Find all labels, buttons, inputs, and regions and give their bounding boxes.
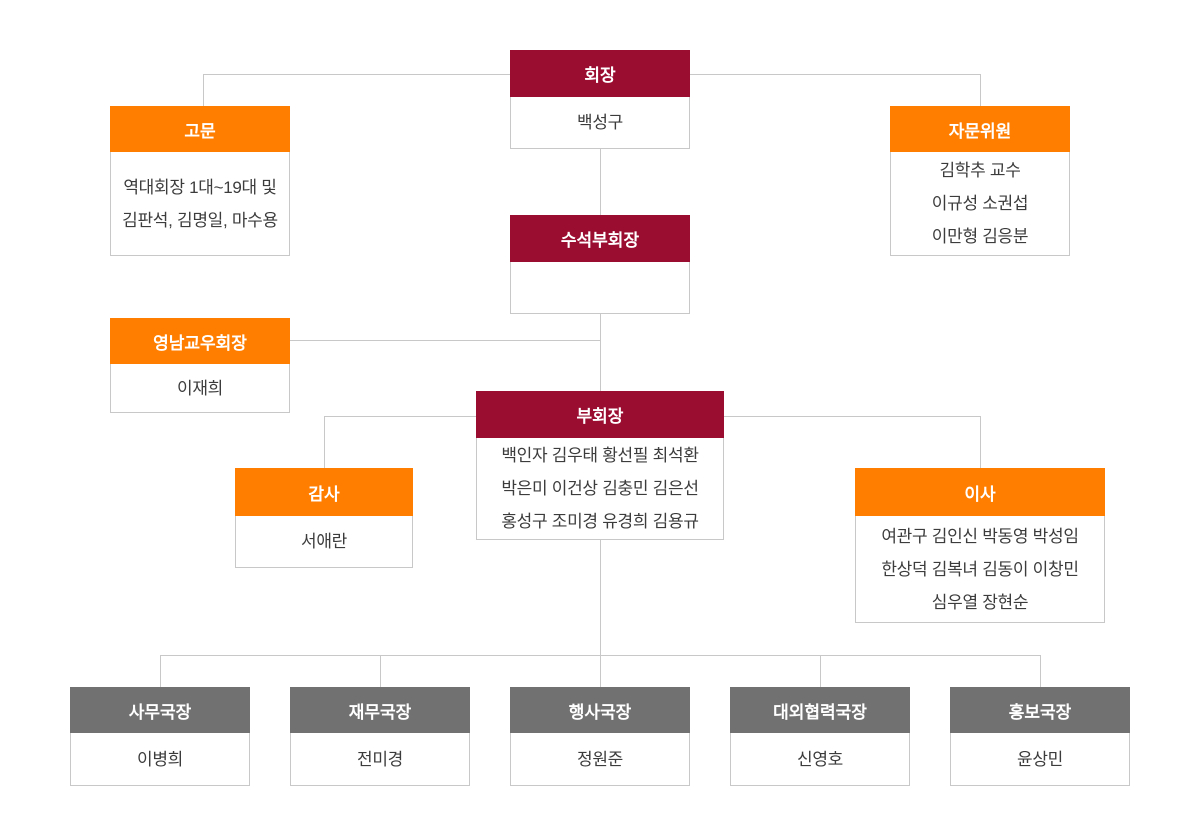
org-node-chairman-title: 회장: [510, 50, 690, 97]
member-name: 전미경: [356, 749, 404, 769]
org-node-yeongnam-alumni-president-title: 영남교우회장: [110, 318, 290, 364]
member-name: 백성구: [576, 113, 624, 132]
org-node-auditor: 감사 서애란: [235, 468, 413, 568]
connector-line: [203, 74, 204, 106]
member-line: 이만형 김응분: [931, 227, 1029, 246]
connector-line: [980, 416, 981, 468]
org-node-director-title: 이사: [855, 468, 1105, 516]
org-node-events-director: 행사국장 정원준: [510, 687, 690, 786]
org-node-director: 이사 여관구 김인신 박동영 박성임 한상덕 김복녀 김동이 이창민 심우열 장…: [855, 468, 1105, 623]
org-node-advisor-members: 역대회장 1대~19대 및 김판석, 김명일, 마수용: [110, 152, 290, 256]
org-node-secretary-general-members: 이병희: [70, 733, 250, 786]
connector-line: [724, 416, 980, 417]
org-node-pr-director-title: 홍보국장: [950, 687, 1130, 733]
org-node-advisory-committee-title: 자문위원: [890, 106, 1070, 152]
org-node-events-director-members: 정원준: [510, 733, 690, 786]
org-node-senior-vice-chairman: 수석부회장: [510, 215, 690, 314]
org-node-pr-director-members: 윤상민: [950, 733, 1130, 786]
member-line: 백인자 김우태 황선필 최석환: [501, 446, 699, 465]
org-node-finance-director: 재무국장 전미경: [290, 687, 470, 786]
connector-line: [203, 74, 510, 75]
member-line: 한상덕 김복녀 김동이 이창민: [881, 559, 1079, 579]
member-line: 심우열 장현순: [931, 592, 1029, 612]
org-node-secretary-general-title: 사무국장: [70, 687, 250, 733]
connector-line: [820, 655, 821, 687]
org-node-chairman: 회장 백성구: [510, 50, 690, 149]
connector-line: [160, 655, 161, 687]
connector-line: [600, 313, 601, 391]
connector-line: [324, 416, 325, 468]
org-node-finance-director-title: 재무국장: [290, 687, 470, 733]
member-name: 서애란: [300, 532, 348, 551]
member-name: 이재희: [176, 378, 224, 398]
connector-line: [290, 340, 600, 341]
org-node-external-relations-director-title: 대외협력국장: [730, 687, 910, 733]
member-name: 정원준: [576, 749, 624, 769]
org-node-external-relations-director: 대외협력국장 신영호: [730, 687, 910, 786]
connector-line: [600, 148, 601, 215]
org-node-events-director-title: 행사국장: [510, 687, 690, 733]
org-node-auditor-title: 감사: [235, 468, 413, 516]
connector-line: [690, 74, 981, 75]
member-line: 역대회장 1대~19대 및: [123, 177, 277, 197]
org-node-auditor-members: 서애란: [235, 516, 413, 568]
org-node-vice-chairman-title: 부회장: [476, 391, 724, 438]
org-node-yeongnam-alumni-president: 영남교우회장 이재희: [110, 318, 290, 413]
member-line: 박은미 이건상 김충민 김은선: [501, 479, 699, 498]
member-line: 김학추 교수: [939, 161, 1021, 180]
connector-line: [600, 655, 601, 687]
org-node-advisor-title: 고문: [110, 106, 290, 152]
org-node-vice-chairman-members: 백인자 김우태 황선필 최석환 박은미 이건상 김충민 김은선 홍성구 조미경 …: [476, 438, 724, 540]
connector-line: [380, 655, 381, 687]
member-line: 김판석, 김명일, 마수용: [122, 210, 278, 230]
org-node-advisory-committee: 자문위원 김학추 교수 이규성 소권섭 이만형 김응분: [890, 106, 1070, 256]
member-name: 윤상민: [1016, 749, 1064, 769]
org-node-external-relations-director-members: 신영호: [730, 733, 910, 786]
member-line: 여관구 김인신 박동영 박성임: [881, 526, 1079, 546]
org-node-pr-director: 홍보국장 윤상민: [950, 687, 1130, 786]
org-node-yeongnam-alumni-president-members: 이재희: [110, 364, 290, 413]
org-node-director-members: 여관구 김인신 박동영 박성임 한상덕 김복녀 김동이 이창민 심우열 장현순: [855, 516, 1105, 623]
org-node-secretary-general: 사무국장 이병희: [70, 687, 250, 786]
connector-line: [600, 539, 601, 655]
org-node-senior-vice-chairman-members: [510, 262, 690, 314]
member-line: 홍성구 조미경 유경희 김용규: [501, 512, 699, 531]
connector-line: [1040, 655, 1041, 687]
org-node-senior-vice-chairman-title: 수석부회장: [510, 215, 690, 262]
member-line: 이규성 소권섭: [931, 194, 1029, 213]
member-name: 이병희: [136, 749, 184, 769]
connector-line: [980, 74, 981, 106]
member-name: 신영호: [796, 749, 844, 769]
org-node-chairman-members: 백성구: [510, 97, 690, 149]
connector-line: [324, 416, 476, 417]
org-node-advisory-committee-members: 김학추 교수 이규성 소권섭 이만형 김응분: [890, 152, 1070, 256]
org-node-advisor: 고문 역대회장 1대~19대 및 김판석, 김명일, 마수용: [110, 106, 290, 256]
org-node-vice-chairman: 부회장 백인자 김우태 황선필 최석환 박은미 이건상 김충민 김은선 홍성구 …: [476, 391, 724, 540]
org-node-finance-director-members: 전미경: [290, 733, 470, 786]
